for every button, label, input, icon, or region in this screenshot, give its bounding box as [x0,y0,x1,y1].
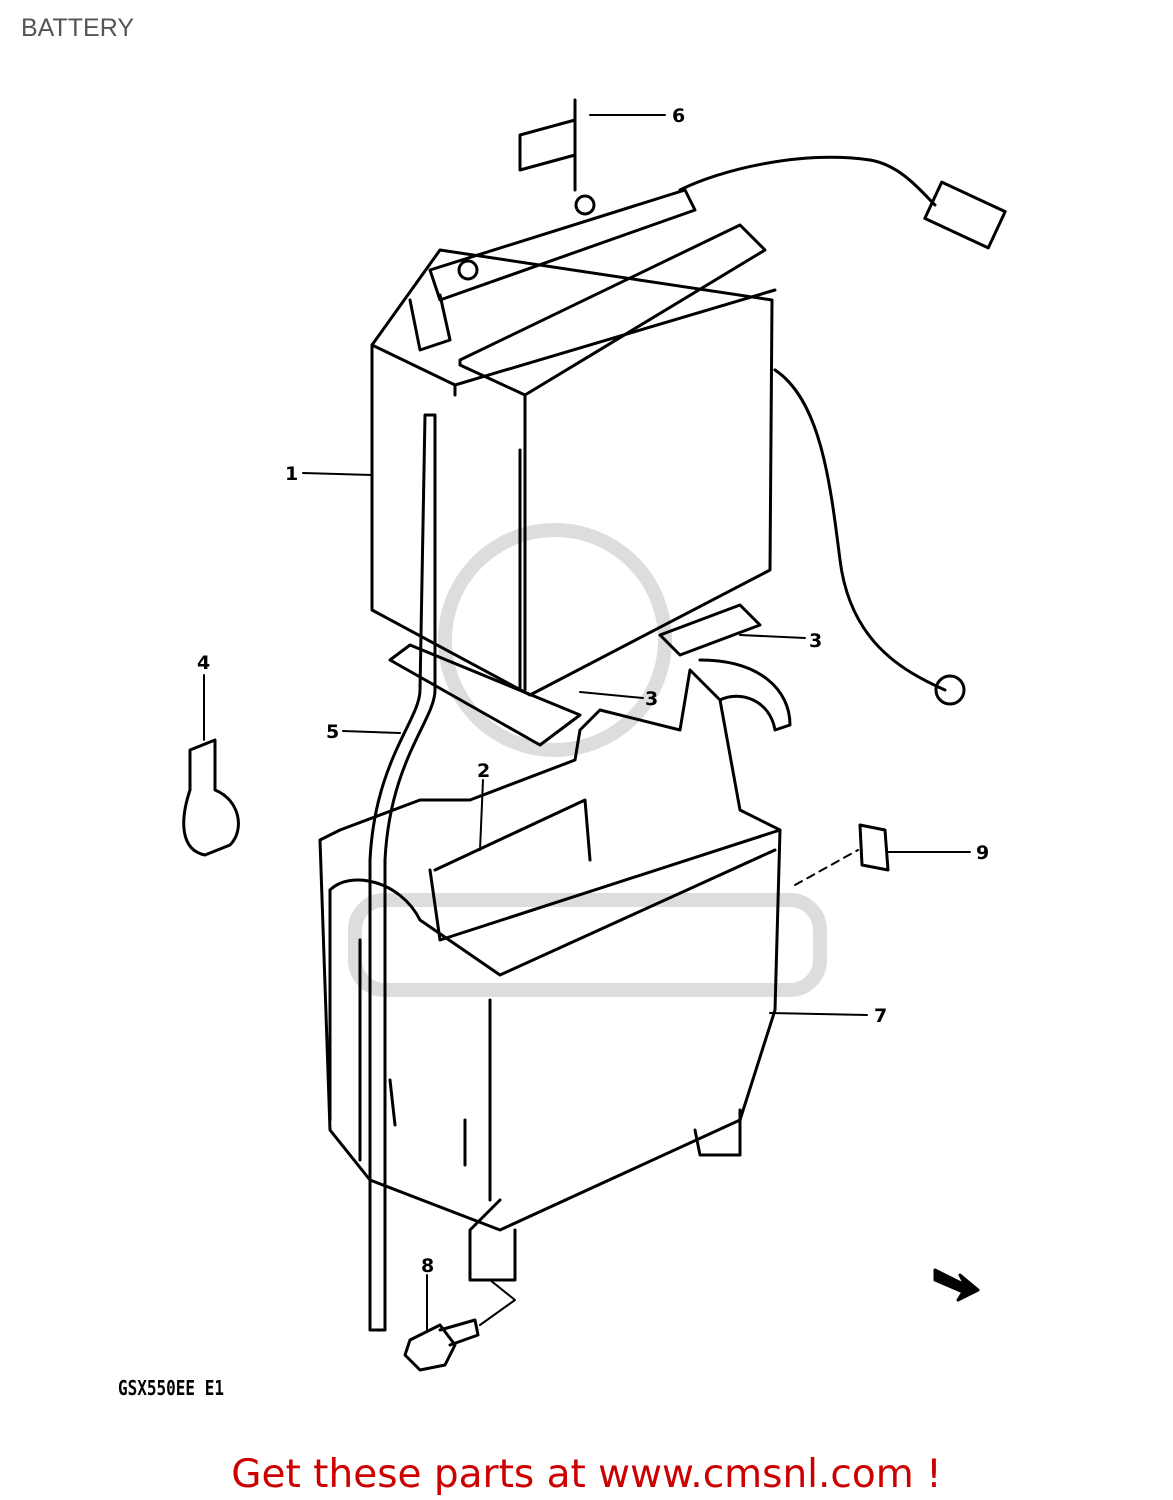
callout-9: 9 [976,842,989,864]
page-title: BATTERY [21,14,134,42]
battery-case-7 [318,658,792,1282]
ground-cable [773,368,947,692]
clamp-4 [182,738,240,857]
callout-3a: 3 [809,630,822,652]
pad-3b [388,643,582,747]
lead-wire [678,155,937,207]
callout-8: 8 [421,1255,434,1277]
breather-hose-5 [368,413,437,1332]
watermark-logo [348,523,827,997]
callout-3b: 3 [645,688,658,710]
callout-7: 7 [874,1005,887,1027]
terminal-6 [518,98,577,192]
footer-link[interactable]: Get these parts at www.cmsnl.com ! [231,1452,942,1497]
bolt-8 [403,1318,480,1372]
callout-2: 2 [477,760,490,782]
callout-1: 1 [285,463,298,485]
callout-6: 6 [672,105,685,127]
connector [923,180,1007,250]
model-code: GSX550EE E1 [118,1376,224,1400]
nut-9 [858,823,890,872]
callout-4: 4 [197,652,210,674]
callout-labels: 1 2 3 3 4 5 6 7 8 9 [197,105,989,1277]
leader-lines [203,114,971,1331]
front-arrow-icon [933,1268,980,1302]
battery-part-1 [370,188,777,697]
callout-5: 5 [326,721,339,743]
pad-3a [658,603,762,657]
